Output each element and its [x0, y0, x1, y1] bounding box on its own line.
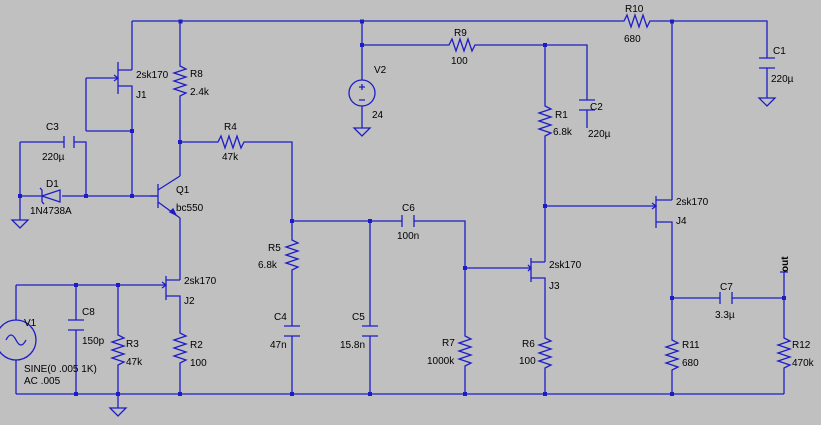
r8-name: R8	[190, 69, 203, 80]
j4-name: J4	[676, 216, 687, 227]
c3-value: 220µ	[42, 152, 65, 163]
d1-value: 1N4738A	[30, 206, 72, 217]
resistor-r4[interactable]: R4 47k	[214, 122, 248, 163]
diode-d1[interactable]: D1 1N4738A	[30, 179, 72, 217]
c5-name: C5	[352, 312, 365, 323]
c1-value: 220µ	[771, 74, 794, 85]
resistor-r5[interactable]: R5 6.8k	[258, 236, 301, 276]
net-label-out: out	[780, 256, 791, 273]
v2-value: 24	[372, 110, 384, 121]
capacitor-c1[interactable]: C1 220µ	[759, 46, 794, 85]
j3-value: 2sk170	[549, 260, 582, 271]
j1-name: J1	[136, 90, 147, 101]
r6-name: R6	[522, 339, 535, 350]
q1-name: Q1	[176, 185, 190, 196]
jfet-j2[interactable]: 2sk170 J2	[160, 260, 217, 307]
junction-dots	[18, 19, 786, 396]
c6-value: 100n	[397, 231, 419, 242]
resistor-r1[interactable]: R1 6.8k	[536, 102, 573, 142]
ground-main	[108, 407, 128, 417]
r1-name: R1	[555, 110, 568, 121]
j2-name: J2	[184, 296, 195, 307]
r2-name: R2	[190, 340, 203, 351]
out-label: out	[780, 256, 791, 272]
j1-value: 2sk170	[136, 70, 169, 81]
v1-value: SINE(0 .005 1K)	[24, 364, 97, 375]
r7-value: 1000k	[427, 356, 455, 367]
q1-value: bc550	[176, 203, 204, 214]
resistor-r2[interactable]: R2 100	[171, 328, 207, 369]
resistor-r12[interactable]: R12 470k	[775, 333, 815, 373]
r4-name: R4	[224, 122, 237, 133]
r9-name: R9	[454, 28, 467, 39]
resistor-r11[interactable]: R11 680	[663, 335, 700, 375]
c8-name: C8	[82, 307, 95, 318]
capacitor-c8[interactable]: C8 150p	[68, 307, 105, 347]
ground-c1	[757, 97, 777, 107]
capacitor-c3[interactable]: C3 220µ	[42, 122, 75, 163]
r9-value: 100	[451, 56, 468, 67]
r8-value: 2.4k	[190, 87, 210, 98]
r4-value: 47k	[222, 152, 239, 163]
r6-value: 100	[519, 356, 536, 367]
r3-value: 47k	[126, 357, 143, 368]
capacitor-c5[interactable]: C5 15.8n	[340, 312, 378, 351]
r3-name: R3	[126, 339, 139, 350]
c7-name: C7	[720, 282, 733, 293]
j3-name: J3	[549, 281, 560, 292]
sine-source-v1[interactable]: V1 SINE(0 .005 1K) AC .005	[0, 318, 97, 387]
r7-name: R7	[442, 338, 455, 349]
v1-value2: AC .005	[24, 376, 61, 387]
r12-name: R12	[792, 340, 811, 351]
resistor-r6[interactable]: R6 100	[519, 333, 554, 373]
jfet-j1[interactable]: 2sk170 J1	[112, 62, 169, 110]
c5-value: 15.8n	[340, 340, 365, 351]
capacitor-c2[interactable]: C2 220µ	[579, 99, 611, 140]
r11-value: 680	[682, 358, 699, 369]
jfet-j4[interactable]: 2sk170 J4	[650, 196, 709, 236]
jfet-j3[interactable]: 2sk170 J3	[526, 250, 582, 292]
c4-name: C4	[274, 312, 287, 323]
j2-value: 2sk170	[184, 276, 217, 287]
ground-symbols	[10, 97, 777, 417]
v1-name: V1	[24, 318, 37, 329]
r1-value: 6.8k	[553, 127, 573, 138]
r10-name: R10	[625, 4, 644, 15]
transistor-q1[interactable]: Q1 bc550	[150, 175, 204, 219]
capacitor-c6[interactable]: C6 100n	[397, 203, 419, 242]
c7-value: 3.3µ	[715, 310, 735, 321]
r12-value: 470k	[792, 358, 815, 369]
r2-value: 100	[190, 358, 207, 369]
d1-name: D1	[46, 179, 59, 190]
c8-value: 150p	[82, 336, 105, 347]
c2-name: C2	[590, 102, 603, 113]
r10-value: 680	[624, 34, 641, 45]
ground-v2	[352, 127, 372, 137]
c2-value: 220µ	[588, 129, 611, 140]
c3-name: C3	[46, 122, 59, 133]
resistor-r9[interactable]: R9 100	[445, 28, 479, 67]
c4-value: 47n	[270, 340, 287, 351]
wires	[15, 20, 785, 408]
c6-name: C6	[402, 203, 415, 214]
resistor-r8[interactable]: R8 2.4k	[171, 62, 210, 102]
c1-name: C1	[773, 46, 786, 57]
ground-c3	[10, 219, 30, 229]
r11-name: R11	[682, 340, 700, 351]
resistor-r10[interactable]: R10 680	[620, 4, 652, 45]
r5-name: R5	[268, 243, 281, 254]
resistor-r3[interactable]: R3 47k	[109, 330, 143, 370]
capacitor-c7[interactable]: C7 3.3µ	[715, 282, 735, 321]
j4-value: 2sk170	[676, 197, 709, 208]
r5-value: 6.8k	[258, 260, 278, 271]
voltage-source-v2[interactable]: V2 24	[348, 65, 387, 121]
resistor-r7[interactable]: R7 1000k	[427, 331, 474, 373]
v2-name: V2	[374, 65, 387, 76]
capacitor-c4[interactable]: C4 47n	[270, 312, 300, 351]
